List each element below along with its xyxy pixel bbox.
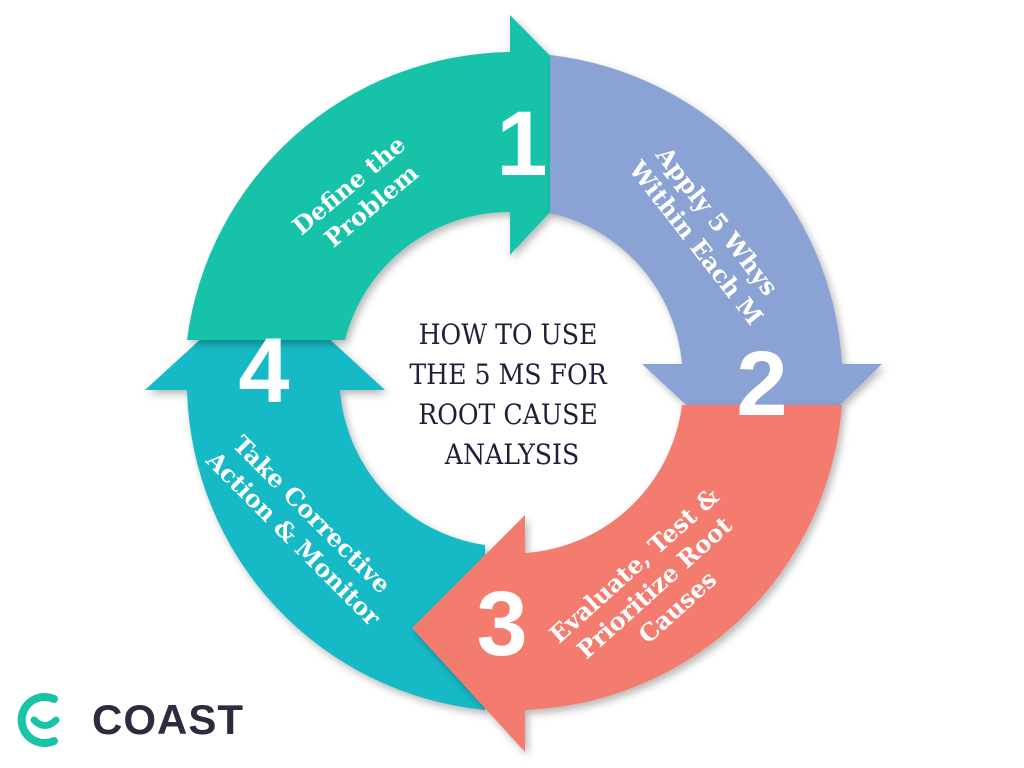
coast-logo-icon (17, 693, 60, 747)
center-title-line: ANALYSIS (444, 438, 579, 471)
center-title: HOW TO USE THE 5 MS FOR ROOT CAUSE ANALY… (409, 318, 614, 471)
step-4-arrow-segment (145, 280, 485, 710)
step-3-number: 3 (476, 573, 527, 675)
center-title-line: THE 5 MS FOR (409, 358, 607, 391)
step-2-number: 2 (736, 333, 787, 435)
step-1-arrow-segment (187, 15, 625, 340)
coast-logo: COAST (16, 690, 244, 750)
step-3-arrow-segment (412, 405, 842, 752)
center-title-line: ROOT CAUSE (418, 398, 597, 431)
step-2-arrow-segment (550, 55, 882, 478)
center-title-line: HOW TO USE (419, 318, 598, 351)
step-1-number: 1 (496, 93, 547, 195)
coast-logo-text: COAST (92, 696, 244, 743)
step-4-number: 4 (238, 320, 289, 422)
